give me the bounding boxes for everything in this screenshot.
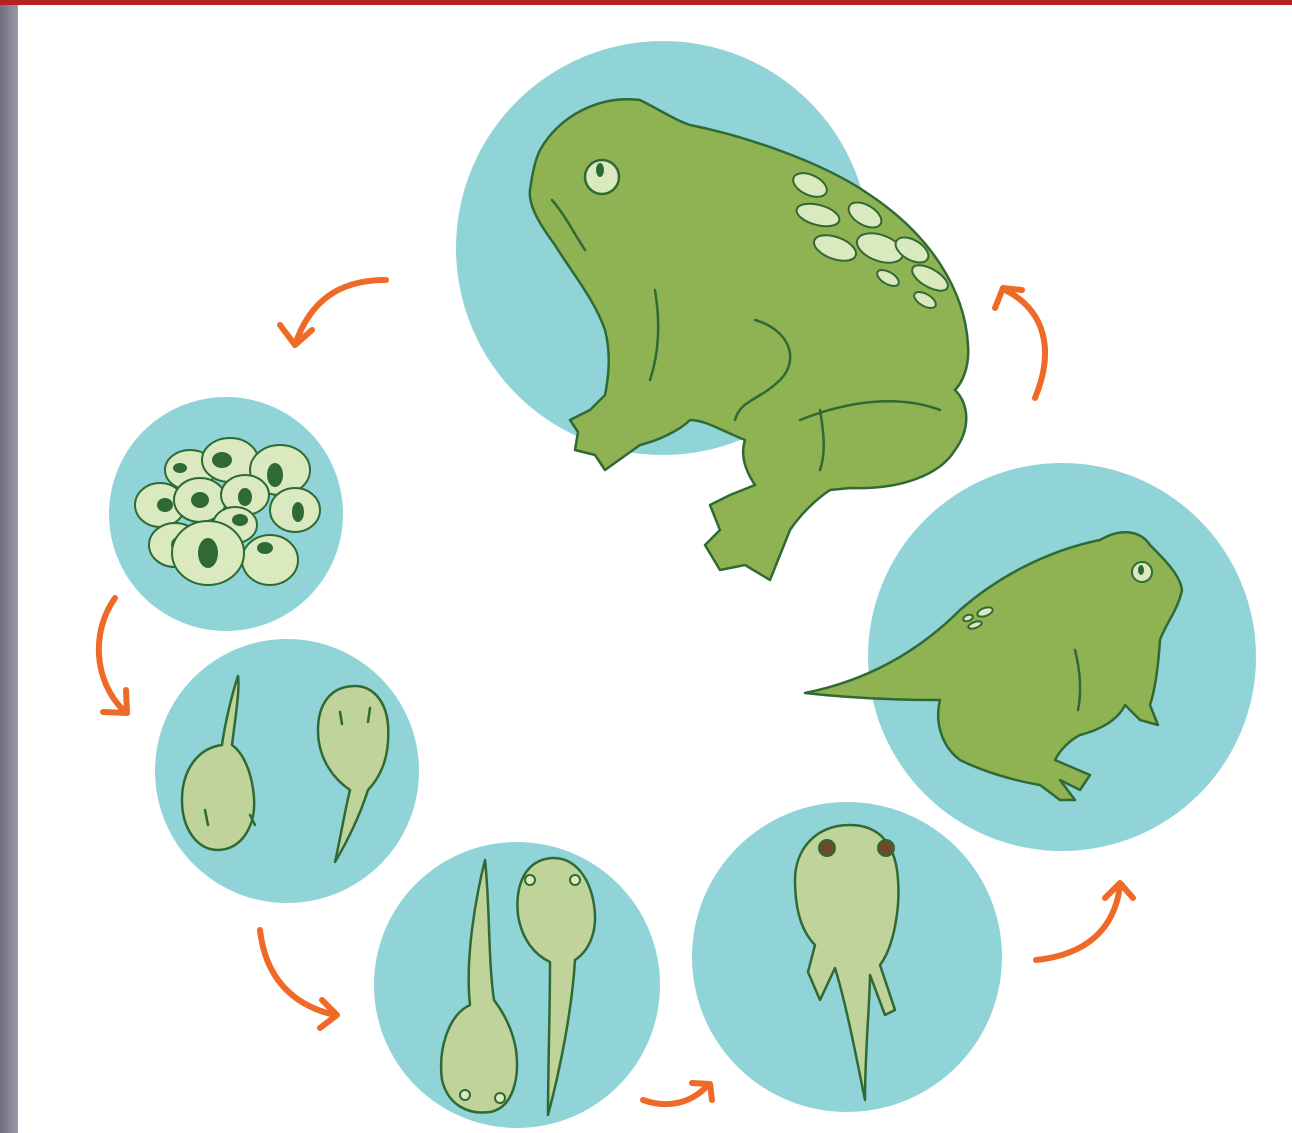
arrow-back-legs-to-four-legs: [643, 1083, 712, 1104]
tadpole-back-legs-circle: [374, 842, 660, 1128]
arrow-tadpole-to-back-legs: [260, 930, 337, 1028]
arrow-eggs-to-tadpole: [99, 598, 127, 713]
arrow-four-legs-to-froglet: [1036, 883, 1133, 960]
arrow-adult-to-eggs: [280, 280, 386, 345]
arrow-froglet-to-adult: [995, 288, 1045, 398]
